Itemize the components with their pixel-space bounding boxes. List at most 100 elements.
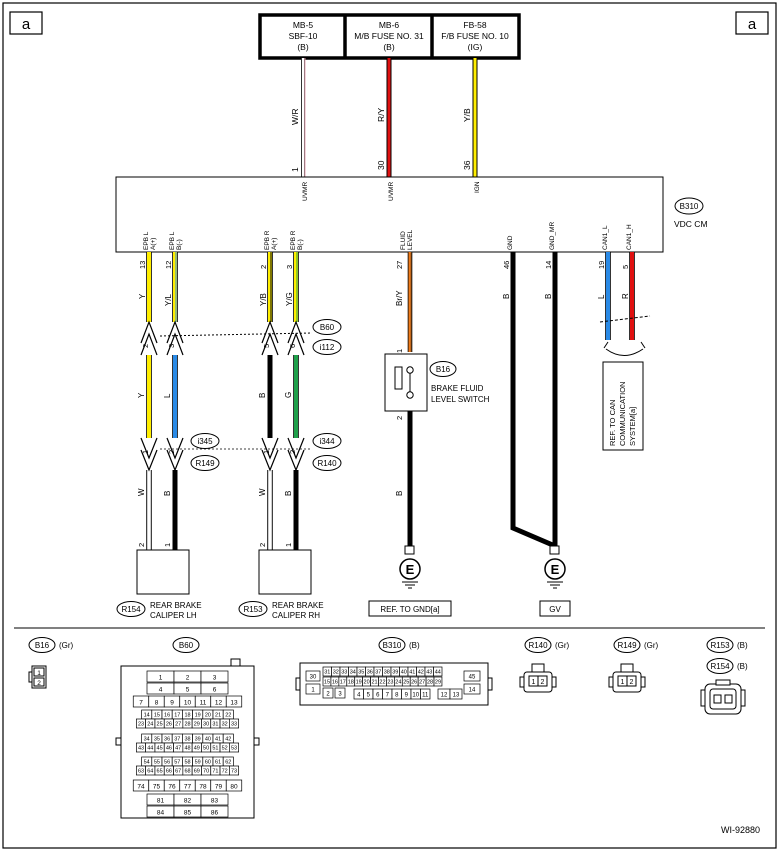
svg-text:(B): (B) [737,641,748,650]
joint-arrow [166,437,184,460]
b60-pin-number: 72 [222,769,228,775]
b60-pin-number: 31 [212,722,218,728]
b310-pin-number: 5 [367,693,371,699]
b310-pin-number: 39 [392,670,398,676]
b310-pin-number: 3 [338,692,342,698]
caliper-pin: 2 [258,543,267,547]
module-pin-label: 2 [259,265,268,269]
joint-arrow [140,449,158,472]
module-pin-label: 46 [502,261,511,269]
b60-pin-number: 7 [139,700,143,707]
b310-pin-number: 7 [386,693,390,699]
b60-pin-number: 83 [211,798,219,805]
conn-header-r140: R140(Gr) [524,637,570,653]
b60-pin-number: 14 [144,713,150,719]
b60-pin-number: 2 [186,675,190,682]
svg-text:i112: i112 [320,343,335,352]
b60-pin-number: 35 [154,737,160,743]
b60-pin-number: 59 [195,760,201,766]
mid-color-code: B [258,393,267,398]
module-label: B310 VDC CM [674,197,708,229]
conn-header-b60: B60 [172,637,200,653]
can-ref-line1: REF. TO CAN [608,400,617,446]
b310-pin-number: 1 [311,688,315,694]
vdc-module-box [115,176,664,253]
b310-pin-number: 34 [350,670,356,676]
b60-pin-number: 36 [164,737,170,743]
module-pin-label: 12 [164,261,173,269]
svg-text:(B): (B) [409,641,420,650]
b60-pin-number: 48 [184,746,190,752]
term-ign: IGN [474,181,481,193]
term-uvmr-1: UVMR [302,182,309,201]
fuse-1-line3: (B) [297,42,309,52]
b310-pin-number: 9 [405,693,409,699]
svg-text:(Gr): (Gr) [644,641,659,650]
b310-pin-number: 40 [401,670,407,676]
b60-pin-number: 28 [184,722,190,728]
fuse-3-line3: (IG) [468,42,483,52]
b60-pin-number: 80 [230,784,238,791]
svg-text:2: 2 [37,680,41,687]
module-term-label: CAN1_H [626,224,633,250]
b60-pin-number: 41 [215,737,221,743]
conn-r140-label: R140 [312,455,342,471]
caliper-rh-label2: CALIPER RH [272,611,320,620]
switch-wire-label: B [395,491,404,496]
b60-pin-number: 21 [215,713,221,719]
mid-color-code: G [284,392,293,398]
b310-pin-number: 31 [324,670,330,676]
b60-pin-cell [229,765,240,776]
b60-pin-cell [225,695,243,708]
b310-pin-number: 16 [332,680,338,686]
can-ref: REF. TO CAN COMMUNICATION SYSTEM[a] [599,315,651,451]
svg-text:a: a [748,16,757,33]
b60-pin-number: 11 [200,700,207,707]
module-term-label: CAN1_L [602,225,609,250]
conn-header-r153: R153(B) [706,637,748,653]
wire-color-code: Y/G [285,292,294,306]
fuse-3-line1: FB-58 [463,20,486,30]
module-term-label: EPB L [143,231,150,250]
b60-pin-number: 69 [194,769,200,775]
b60-pin-number: 30 [203,722,209,728]
wire-label-wr: W/R [290,108,300,125]
b310-pin-number: 28 [427,680,433,686]
joint-arrow [140,437,158,460]
b60-pin-number: 63 [138,769,144,775]
b60-pin-number: 60 [205,760,211,766]
b310-pin-number: 8 [395,693,399,699]
joint-arrow [261,320,279,344]
module-term-label-2: A(+) [150,238,157,250]
ground-2: E GV [539,545,571,617]
b310-pin-number: 45 [469,675,476,681]
caliper-pin: 2 [137,543,146,547]
conn-i112-label: i112 [312,339,342,355]
joint-upper-pin: 6 [288,344,297,348]
b310-pin-cell [420,688,431,700]
caliper-lh-box [136,549,190,595]
svg-text:B60: B60 [179,641,194,650]
wire-color-code: Y/B [259,293,268,306]
svg-text:(B): (B) [737,662,748,671]
wire-color-code: Y/L [164,293,173,306]
joint-arrow [166,449,184,472]
conn-b60-label: B60 [312,319,342,335]
fuse-1-line2: SBF-10 [289,31,318,41]
svg-text:(Gr): (Gr) [555,641,570,650]
b60-pin-cell [200,682,229,695]
r153-face [700,679,746,715]
b60-pin-number: 84 [157,810,165,817]
b60-pin-number: 56 [164,760,170,766]
svg-text:B310: B310 [680,202,699,211]
b60-pin-number: 58 [184,760,190,766]
can-ref-line2: COMMUNICATION [618,382,627,446]
b60-pin-number: 71 [212,769,218,775]
svg-text:R140: R140 [317,459,337,468]
svg-text:E: E [406,562,415,577]
b60-pin-cell [229,742,240,753]
module-pin-label: 14 [544,261,553,269]
ground-1-label: REF. TO GND[a] [380,605,439,614]
conn-header-b310: B310(B) [378,637,420,653]
